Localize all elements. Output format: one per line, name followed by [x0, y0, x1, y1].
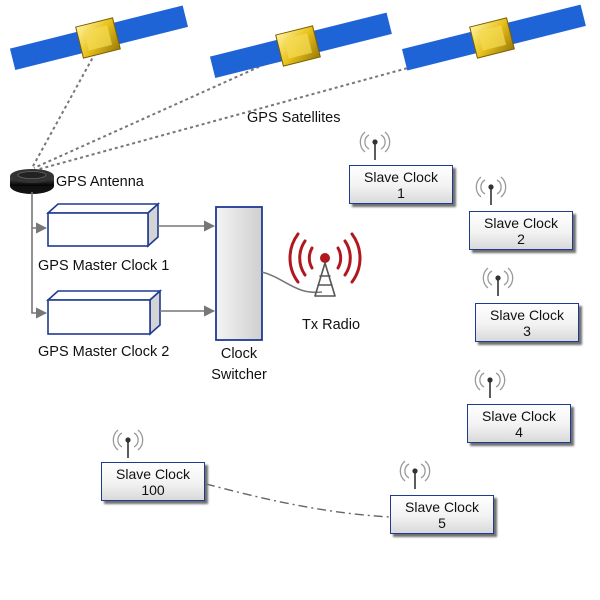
slave-clock-2: Slave Clock 2 — [469, 211, 573, 250]
satellite-icon — [9, 5, 188, 70]
antenna-icon — [474, 369, 506, 398]
slave-clock-label: Slave Clock — [490, 307, 564, 323]
signal-line-2 — [33, 51, 293, 169]
gps-master-clock-2-box — [45, 289, 163, 336]
slave-clock-number: 2 — [517, 231, 525, 247]
slave-clock-number: 5 — [438, 515, 446, 531]
gps-master-clock-1-box — [45, 202, 161, 248]
gps-antenna-label: GPS Antenna — [56, 174, 144, 190]
gps-master-clock-2-label: GPS Master Clock 2 — [38, 344, 170, 360]
clock-switcher-label-line1: Clock — [220, 346, 258, 362]
slave-clock-4: Slave Clock 4 — [467, 404, 571, 443]
antenna-icon — [482, 267, 514, 296]
tx-radio-icon — [288, 232, 362, 297]
switcher-to-radio-cable — [261, 271, 323, 294]
tx-radio-label: Tx Radio — [302, 317, 361, 333]
slave-clock-label: Slave Clock — [405, 499, 479, 515]
slave-clock-number: 1 — [397, 185, 405, 201]
slave-clock-1: Slave Clock 1 — [349, 165, 453, 204]
satellite-icon — [209, 12, 392, 78]
slave-clock-label: Slave Clock — [484, 215, 558, 231]
slave-clock-label: Slave Clock — [364, 169, 438, 185]
slave-clock-label: Slave Clock — [482, 408, 556, 424]
signal-line-1 — [31, 47, 99, 169]
master-to-switcher-lines — [158, 220, 216, 317]
antenna-feed-lines — [31, 192, 48, 319]
slave-clock-100: Slave Clock 100 — [101, 462, 205, 501]
slave-clock-number: 3 — [523, 323, 531, 339]
gps-antenna-icon — [10, 169, 54, 194]
gps-master-clock-1-label: GPS Master Clock 1 — [38, 258, 170, 274]
clock-switcher-label-line2: Switcher — [211, 367, 267, 384]
gps-satellites-label: GPS Satellites — [247, 110, 341, 126]
slave-clock-3: Slave Clock 3 — [475, 303, 579, 342]
clock-switcher-label: Clock Switcher — [206, 344, 272, 386]
antenna-icon — [112, 429, 144, 458]
satellite-icon — [402, 4, 586, 71]
slave-clock-5: Slave Clock 5 — [390, 495, 494, 534]
antenna-icon — [359, 131, 391, 160]
slave-clock-label: Slave Clock — [116, 466, 190, 482]
slave-clock-number: 4 — [515, 424, 523, 440]
slave-link-line — [205, 483, 391, 518]
clock-switcher-box — [215, 206, 263, 341]
antenna-icon — [399, 460, 431, 489]
antenna-icon — [475, 176, 507, 205]
slave-clock-number: 100 — [141, 482, 165, 498]
